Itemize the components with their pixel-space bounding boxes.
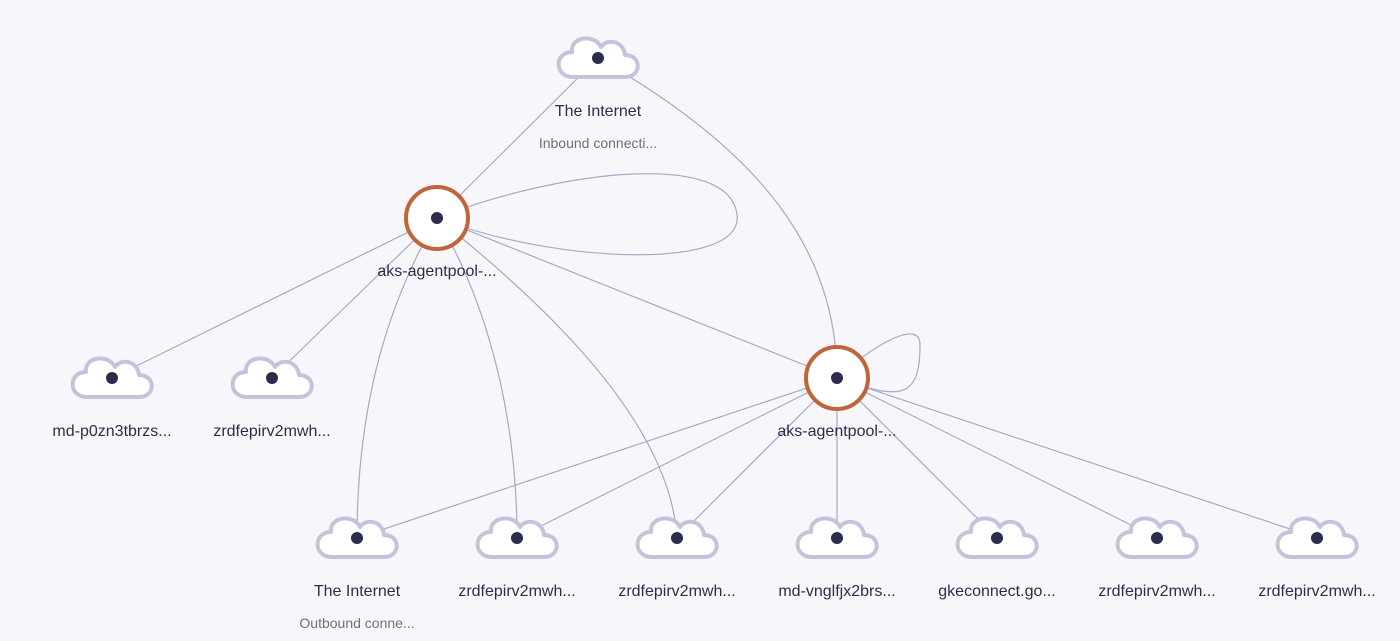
connection-edge: [436, 217, 838, 379]
node-center-dot: [671, 532, 683, 544]
connection-edge: [436, 57, 599, 219]
node-center-dot: [991, 532, 1003, 544]
self-loop-edge: [836, 333, 921, 393]
cloud-node[interactable]: zrdfepirv2mwh...: [1098, 516, 1216, 600]
node-label: zrdfepirv2mwh...: [618, 583, 735, 600]
node-label: zrdfepirv2mwh...: [213, 423, 330, 440]
cloud-node[interactable]: gkeconnect.go...: [938, 516, 1056, 600]
node-center-dot: [592, 52, 604, 64]
connection-edge: [271, 217, 438, 379]
cloud-node[interactable]: zrdfepirv2mwh...: [213, 356, 331, 440]
connection-edge: [111, 217, 438, 379]
node-label: zrdfepirv2mwh...: [458, 583, 575, 600]
node-center-dot: [431, 212, 443, 224]
host-node[interactable]: aks-agentpool-...: [777, 345, 897, 440]
cloud-node[interactable]: md-vnglfjx2brs...: [778, 516, 896, 600]
cloud-node[interactable]: md-p0zn3tbrzs...: [52, 356, 172, 440]
connection-edge: [597, 57, 838, 379]
node-label: zrdfepirv2mwh...: [1098, 583, 1215, 600]
cloud-node[interactable]: zrdfepirv2mwh...: [1258, 516, 1376, 600]
connection-edge: [436, 217, 678, 539]
node-label: md-p0zn3tbrzs...: [52, 423, 171, 440]
node-label: The Internet: [555, 103, 642, 120]
node-center-dot: [831, 532, 843, 544]
connection-edge: [836, 377, 1318, 539]
connection-edge: [516, 377, 838, 539]
node-sublabel: Inbound connecti...: [539, 135, 657, 151]
connection-edge: [836, 377, 1158, 539]
node-label: aks-agentpool-...: [777, 423, 896, 440]
connection-edge: [676, 377, 838, 539]
host-node[interactable]: aks-agentpool-...: [377, 185, 497, 280]
cloud-node[interactable]: zrdfepirv2mwh...: [618, 516, 736, 600]
node-label: md-vnglfjx2brs...: [778, 583, 895, 600]
node-label: gkeconnect.go...: [938, 583, 1055, 600]
connection-edges: [111, 57, 1318, 539]
node-label: aks-agentpool-...: [377, 263, 496, 280]
node-center-dot: [266, 372, 278, 384]
self-loop-edge: [436, 173, 738, 256]
connection-edge: [356, 377, 838, 539]
connection-edge: [356, 217, 438, 539]
node-center-dot: [831, 372, 843, 384]
node-center-dot: [511, 532, 523, 544]
connection-edge: [836, 377, 998, 539]
node-center-dot: [1151, 532, 1163, 544]
node-center-dot: [351, 532, 363, 544]
node-center-dot: [106, 372, 118, 384]
node-sublabel: Outbound conne...: [299, 615, 414, 631]
node-center-dot: [1311, 532, 1323, 544]
node-label: The Internet: [314, 583, 401, 600]
cloud-node[interactable]: zrdfepirv2mwh...: [458, 516, 576, 600]
node-label: zrdfepirv2mwh...: [1258, 583, 1375, 600]
